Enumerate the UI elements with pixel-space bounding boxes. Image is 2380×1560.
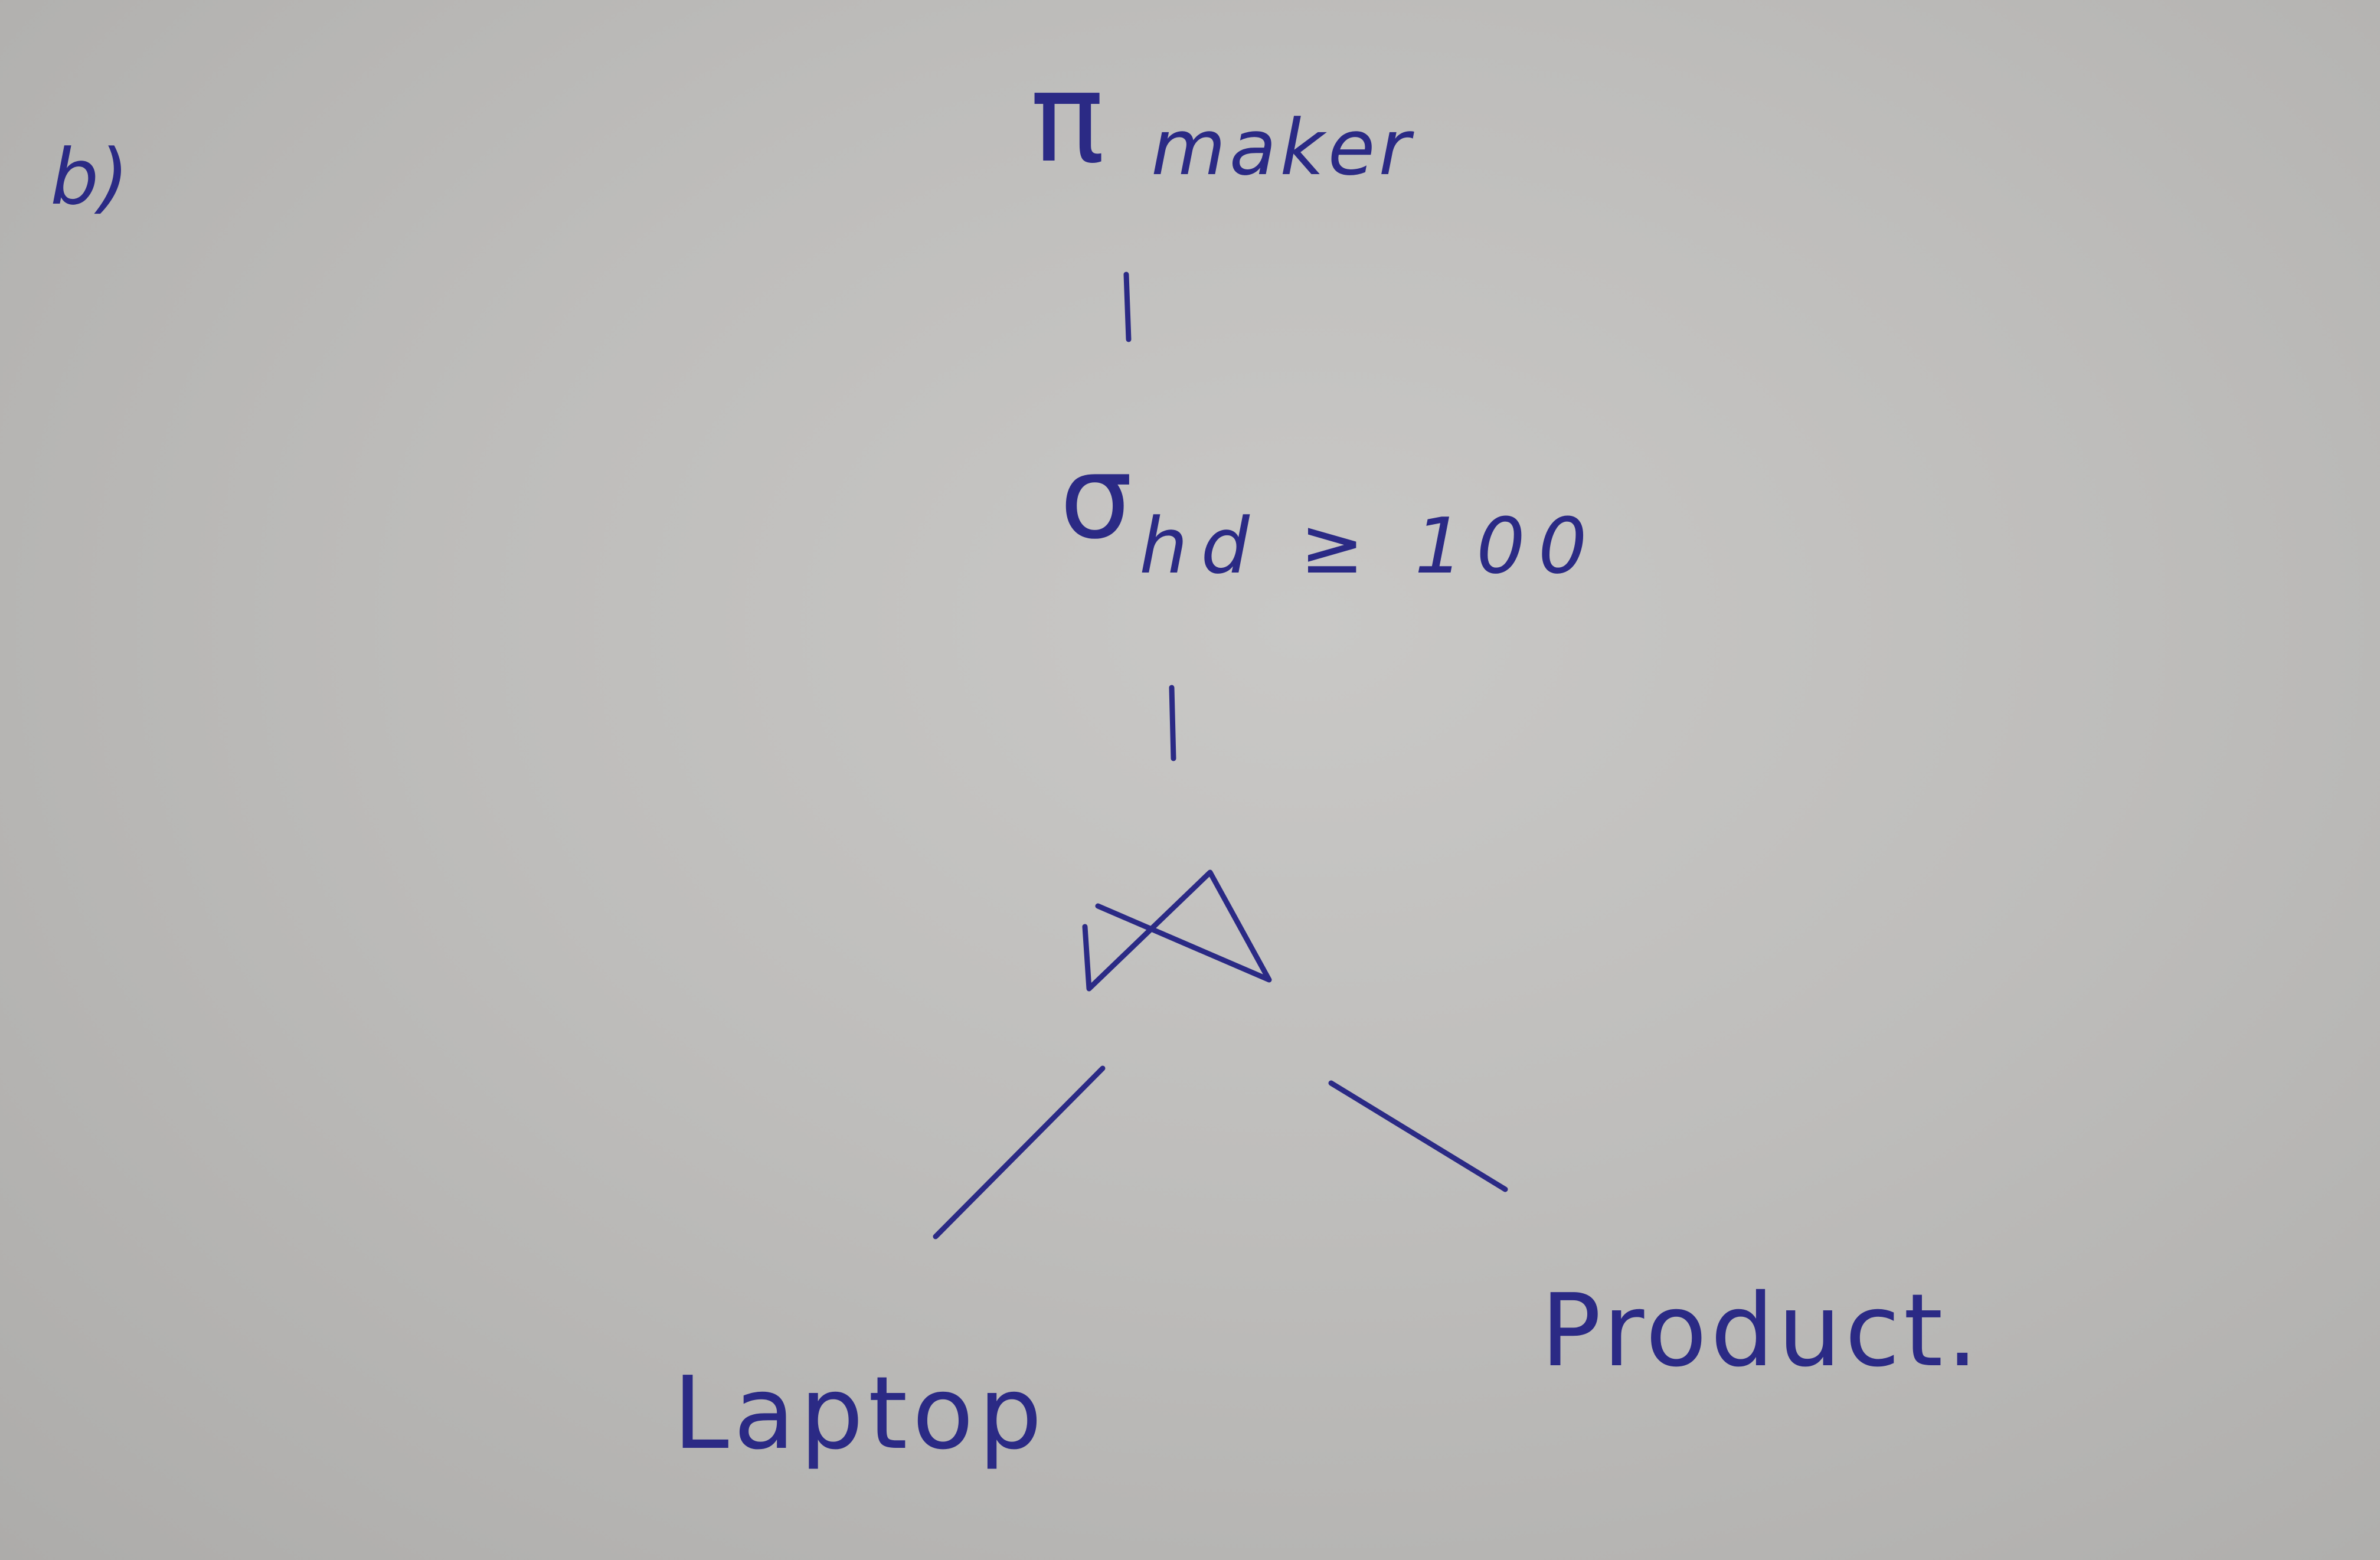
edge-selection-join [1169, 685, 1176, 761]
edge-join-laptop [933, 1065, 1106, 1240]
projection-attribute: maker [1151, 103, 1414, 192]
edge-join-product [1328, 1080, 1508, 1192]
join-symbol [1082, 869, 1272, 992]
edge-projection-selection [1123, 272, 1132, 342]
projection-symbol: π [1030, 45, 1105, 190]
selection-symbol: σ [1060, 430, 1133, 564]
part-label: b) [50, 132, 129, 222]
selection-condition: hd ≥ 100 [1139, 501, 1600, 591]
leaf-product: Product. [1541, 1273, 1982, 1389]
leaf-laptop: Laptop [673, 1355, 1047, 1472]
